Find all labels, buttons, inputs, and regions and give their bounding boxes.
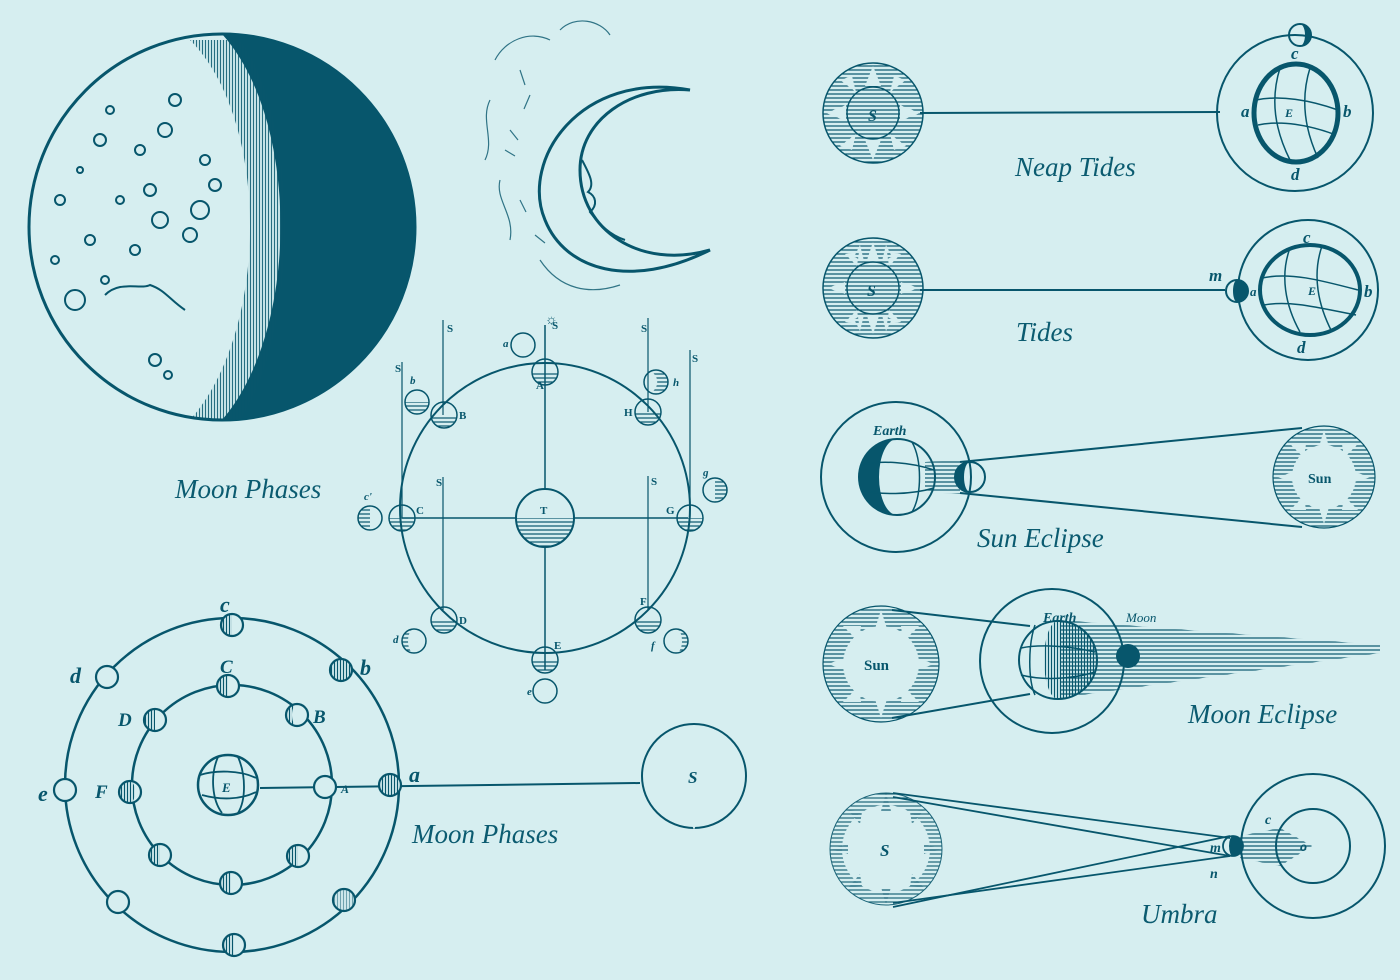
svg-text:S: S [868, 108, 877, 125]
svg-text:n: n [1210, 867, 1218, 882]
svg-text:c: c [220, 592, 230, 617]
svg-text:c': c' [364, 491, 372, 503]
svg-text:S: S [867, 283, 876, 300]
svg-text:d: d [70, 663, 82, 688]
svg-text:B: B [312, 707, 326, 728]
moon-icon [954, 461, 986, 493]
svg-text:B: B [459, 410, 467, 422]
caption-moon-eclipse: Moon Eclipse [1187, 699, 1337, 729]
svg-text:f: f [651, 640, 656, 652]
svg-text:Sun: Sun [864, 658, 890, 674]
svg-text:Moon: Moon [1125, 610, 1156, 625]
svg-text:D: D [459, 615, 467, 627]
svg-text:A: A [340, 782, 349, 796]
svg-text:S: S [880, 841, 889, 860]
svg-text:H: H [624, 407, 633, 419]
label-t: T [540, 505, 548, 517]
caption-moon-phases-bottom: Moon Phases [411, 819, 558, 849]
svg-text:a: a [503, 338, 509, 350]
caption-neap-tides: Neap Tides [1014, 152, 1136, 182]
svg-text:Earth: Earth [872, 424, 907, 439]
outer-phase-moons [357, 332, 728, 704]
svg-text:g: g [702, 467, 709, 479]
svg-text:F: F [94, 782, 108, 803]
svg-text:C: C [416, 505, 424, 517]
svg-text:S: S [552, 320, 558, 332]
svg-text:e: e [527, 686, 532, 698]
earth-globe-icon [196, 753, 260, 817]
earth-globe-icon [1258, 243, 1362, 337]
svg-text:o: o [1300, 840, 1307, 855]
concentric-moon-phase-diagram: c b a d e C B A D F E S [38, 592, 747, 958]
svg-text:c: c [1303, 228, 1311, 247]
moon-icon [1222, 835, 1244, 857]
tides-diagram: S m a b c d E [822, 219, 1379, 361]
svg-text:Sun: Sun [1308, 472, 1332, 487]
sun-icon: S [822, 62, 924, 164]
sun-icon: Sun [1272, 425, 1376, 529]
svg-text:G: G [666, 505, 675, 517]
umbra-diagram: S m o c n [829, 773, 1386, 919]
caption-sun-eclipse: Sun Eclipse [977, 523, 1104, 553]
svg-text:E: E [1284, 106, 1293, 120]
svg-text:e: e [38, 781, 48, 806]
svg-text:S: S [436, 477, 442, 489]
svg-text:E: E [554, 640, 561, 652]
caption-umbra: Umbra [1141, 899, 1218, 929]
sun-icon: S [822, 237, 924, 339]
svg-text:h: h [673, 377, 679, 389]
svg-text:A: A [536, 380, 544, 392]
earth-globe-icon [1251, 61, 1341, 165]
svg-text:S: S [692, 353, 698, 365]
caption-tides: Tides [1016, 317, 1073, 347]
svg-text:d: d [1297, 338, 1306, 357]
svg-text:m: m [1210, 841, 1221, 856]
svg-text:S: S [651, 476, 657, 488]
sun-icon: ☼ [545, 313, 558, 328]
svg-text:S: S [395, 363, 401, 375]
crescent-moon-face-icon [484, 20, 711, 291]
svg-text:S: S [641, 323, 647, 335]
svg-text:E: E [1307, 284, 1316, 298]
moon-icon [1288, 23, 1312, 47]
svg-text:b: b [1343, 102, 1352, 121]
svg-text:D: D [117, 710, 132, 731]
sun-icon: Sun [822, 605, 940, 723]
sun-icon: S [641, 723, 747, 830]
svg-text:a: a [409, 762, 420, 787]
earth-globe-icon [858, 438, 936, 516]
moon-phase-orbit-diagram: T [357, 313, 728, 704]
sun-icon: S [829, 792, 943, 906]
svg-text:E: E [221, 780, 231, 795]
orbit-moons [388, 358, 704, 674]
engraved-moon-icon [27, 32, 417, 422]
svg-text:b: b [360, 655, 371, 680]
svg-text:c: c [1265, 813, 1272, 828]
svg-text:C: C [220, 657, 233, 678]
svg-text:c: c [1291, 44, 1299, 63]
svg-text:a: a [1241, 102, 1250, 121]
caption-moon-phases-top: Moon Phases [174, 474, 321, 504]
neap-tides-diagram: S a b c d E [822, 23, 1374, 192]
svg-text:d: d [393, 634, 399, 646]
svg-text:Earth: Earth [1042, 611, 1077, 626]
sun-eclipse-diagram: Earth Sun [820, 401, 1376, 553]
moon-eclipse-diagram: Earth Moon Sun [822, 588, 1380, 734]
svg-text:F: F [640, 596, 647, 608]
svg-text:a: a [1250, 284, 1257, 299]
svg-text:S: S [688, 768, 697, 787]
svg-text:b: b [1364, 282, 1373, 301]
svg-text:m: m [1209, 266, 1222, 285]
svg-text:b: b [410, 375, 416, 387]
svg-text:d: d [1291, 165, 1300, 184]
moon-icon [1225, 279, 1249, 303]
svg-text:S: S [447, 323, 453, 335]
earth-globe-icon [1018, 620, 1098, 700]
